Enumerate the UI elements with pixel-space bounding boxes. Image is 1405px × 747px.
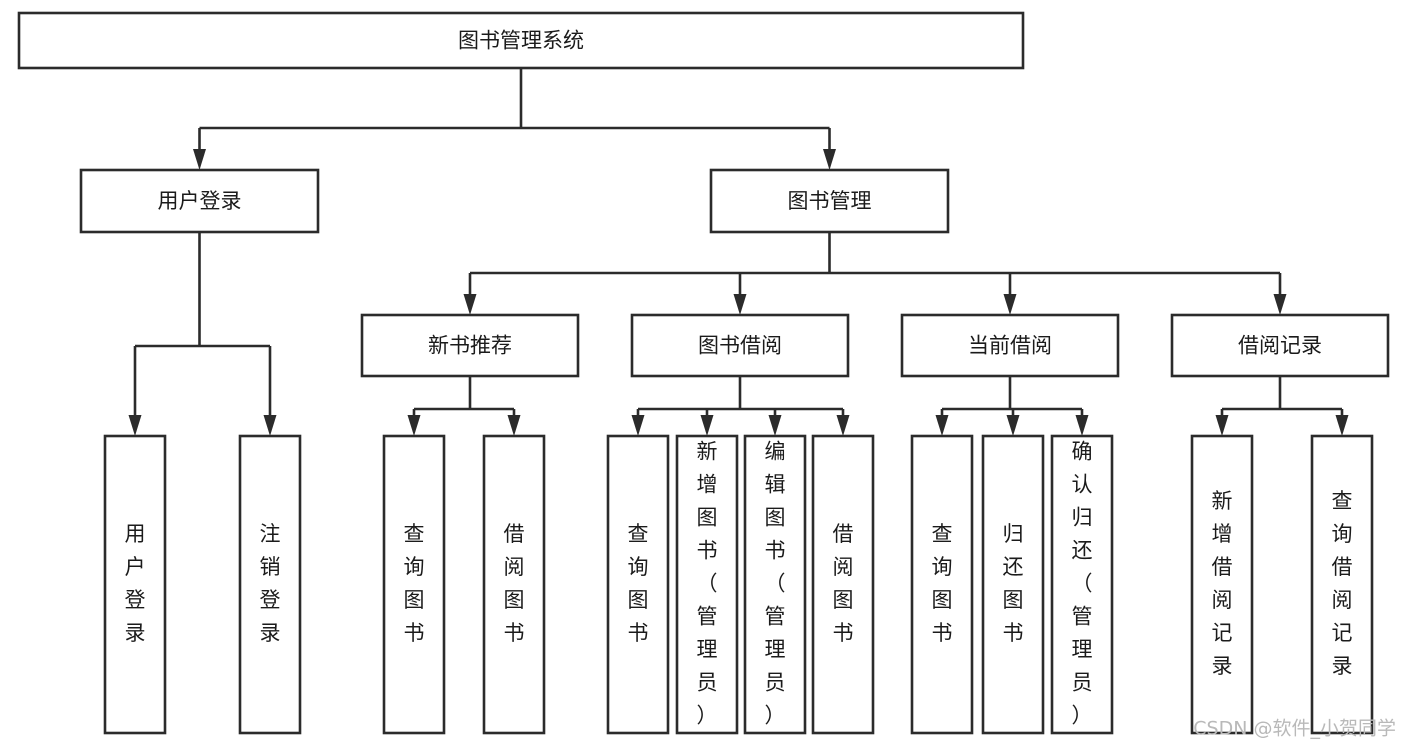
arrow-down-icon [1006, 415, 1020, 436]
arrow-down-icon [1003, 294, 1017, 315]
connector-layer [128, 68, 1349, 436]
node-borrow-record[interactable]: 借阅记录 [1170, 313, 1390, 378]
node-box-leaf-query-book-recommend[interactable] [382, 434, 446, 735]
node-leaf-add-book-admin[interactable]: 新增图书（管理员） [675, 434, 739, 735]
node-box-borrow-record[interactable] [1170, 313, 1390, 378]
node-leaf-borrow-book-recommend[interactable]: 借阅图书 [482, 434, 546, 735]
node-book-borrow[interactable]: 图书借阅 [630, 313, 850, 378]
arrow-down-icon [1215, 415, 1229, 436]
arrow-down-icon [263, 415, 277, 436]
node-leaf-user-login[interactable]: 用户登录 [103, 434, 167, 735]
arrow-down-icon [1075, 415, 1089, 436]
node-label-leaf-user-login: 用户登录 [125, 522, 146, 645]
node-label-leaf-query-book-recommend: 查询图书 [404, 522, 425, 645]
node-box-leaf-logout-login[interactable] [238, 434, 302, 735]
node-leaf-add-borrow-record[interactable]: 新增借阅记录 [1190, 434, 1254, 735]
arrow-down-icon [700, 415, 714, 436]
arrow-down-icon [407, 415, 421, 436]
node-label-root: 图书管理系统 [458, 29, 584, 53]
node-root[interactable]: 图书管理系统 [17, 11, 1025, 70]
node-box-book-borrow[interactable] [630, 313, 850, 378]
node-leaf-confirm-return-admin[interactable]: 确认归还（管理员） [1050, 434, 1114, 735]
node-leaf-query-book-recommend[interactable]: 查询图书 [382, 434, 446, 735]
arrow-down-icon [1335, 415, 1349, 436]
node-label-leaf-borrow-book-recommend: 借阅图书 [504, 522, 525, 645]
arrow-down-icon [507, 415, 521, 436]
node-label-leaf-add-borrow-record: 新增借阅记录 [1212, 489, 1233, 678]
node-box-leaf-add-book-admin[interactable] [675, 434, 739, 735]
node-leaf-edit-book-admin[interactable]: 编辑图书（管理员） [743, 434, 807, 735]
arrow-down-icon [463, 294, 477, 315]
node-leaf-query-book-borrow[interactable]: 查询图书 [606, 434, 670, 735]
arrow-down-icon [733, 294, 747, 315]
node-box-leaf-add-borrow-record[interactable] [1190, 434, 1254, 735]
node-box-leaf-query-borrow-record[interactable] [1310, 434, 1374, 735]
node-leaf-query-borrow-record[interactable]: 查询借阅记录 [1310, 434, 1374, 735]
node-box-leaf-return-book[interactable] [981, 434, 1045, 735]
node-box-user-login[interactable] [79, 168, 320, 234]
arrow-down-icon [1273, 294, 1287, 315]
arrow-down-icon [935, 415, 949, 436]
node-box-leaf-borrow-book[interactable] [811, 434, 875, 735]
arrow-down-icon [193, 149, 206, 170]
node-new-book-recommend[interactable]: 新书推荐 [360, 313, 580, 378]
node-box-leaf-user-login[interactable] [103, 434, 167, 735]
node-box-book-management[interactable] [709, 168, 950, 234]
csdn-watermark: CSDN @软件_小贺同学 [1193, 718, 1396, 740]
arrow-down-icon [836, 415, 850, 436]
node-label-leaf-query-book-borrow: 查询图书 [628, 522, 649, 645]
node-user-login[interactable]: 用户登录 [79, 168, 320, 234]
node-label-current-borrow: 当前借阅 [968, 334, 1052, 358]
node-label-leaf-query-book-current: 查询图书 [932, 522, 953, 645]
node-label-leaf-add-book-admin: 新增图书（管理员） [697, 440, 718, 728]
arrow-down-icon [128, 415, 142, 436]
node-box-current-borrow[interactable] [900, 313, 1120, 378]
node-layer: 图书管理系统用户登录图书管理新书推荐图书借阅当前借阅借阅记录用户登录注销登录查询… [17, 11, 1390, 735]
arrow-down-icon [823, 149, 836, 170]
node-label-leaf-edit-book-admin: 编辑图书（管理员） [765, 440, 786, 728]
node-label-leaf-confirm-return-admin: 确认归还（管理员） [1072, 440, 1093, 728]
node-box-root[interactable] [17, 11, 1025, 70]
arrow-down-icon [768, 415, 782, 436]
node-label-book-borrow: 图书借阅 [698, 334, 782, 358]
node-leaf-borrow-book[interactable]: 借阅图书 [811, 434, 875, 735]
node-label-new-book-recommend: 新书推荐 [428, 334, 512, 358]
node-label-leaf-borrow-book: 借阅图书 [833, 522, 854, 645]
node-label-leaf-return-book: 归还图书 [1003, 522, 1024, 645]
node-book-management[interactable]: 图书管理 [709, 168, 950, 234]
node-label-leaf-query-borrow-record: 查询借阅记录 [1332, 489, 1353, 678]
node-box-leaf-confirm-return-admin[interactable] [1050, 434, 1114, 735]
node-box-new-book-recommend[interactable] [360, 313, 580, 378]
node-label-borrow-record: 借阅记录 [1238, 334, 1322, 358]
node-current-borrow[interactable]: 当前借阅 [900, 313, 1120, 378]
node-box-leaf-borrow-book-recommend[interactable] [482, 434, 546, 735]
node-label-book-management: 图书管理 [788, 189, 872, 213]
node-leaf-logout-login[interactable]: 注销登录 [238, 434, 302, 735]
node-label-user-login: 用户登录 [158, 189, 242, 213]
node-box-leaf-query-book-current[interactable] [910, 434, 974, 735]
node-leaf-return-book[interactable]: 归还图书 [981, 434, 1045, 735]
node-label-leaf-logout-login: 注销登录 [260, 522, 281, 645]
arrow-down-icon [631, 415, 645, 436]
node-box-leaf-edit-book-admin[interactable] [743, 434, 807, 735]
node-leaf-query-book-current[interactable]: 查询图书 [910, 434, 974, 735]
node-box-leaf-query-book-borrow[interactable] [606, 434, 670, 735]
